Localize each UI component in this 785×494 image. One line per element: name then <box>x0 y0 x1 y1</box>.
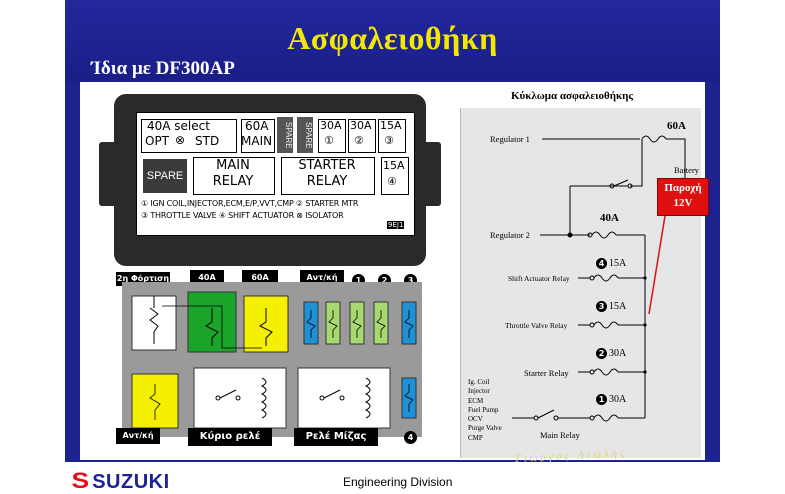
frame-left <box>65 82 80 460</box>
starter-relay-cell <box>281 157 375 195</box>
fuse-60a-value: 60A <box>667 120 686 132</box>
content-area: 40A select OPT ⊗ STD 60A MAIN SPARE SPAR… <box>80 82 705 460</box>
select-label: 40A select <box>147 119 210 133</box>
isolator-icon: ⊗ <box>175 133 186 147</box>
load-item: CMP <box>468 433 483 442</box>
fuse-box-ear-left <box>99 142 116 206</box>
supply-12v-callout: Παροχή 12V <box>657 178 709 216</box>
throttle-valve-relay-label: Throttle Valve Relay <box>505 321 568 330</box>
main-fuse-label: MAIN <box>241 134 273 148</box>
load-item: OCV <box>468 415 483 424</box>
load-item: ECM <box>468 396 484 405</box>
battery-label: Battery <box>674 165 700 175</box>
fuse-box-label-panel: 40A select OPT ⊗ STD 60A MAIN SPARE SPAR… <box>136 112 415 236</box>
load-item: Ig. Coil <box>468 378 490 386</box>
circuit-badge-4: 4 <box>596 258 607 269</box>
circuit-badge-2: 2 <box>596 348 607 359</box>
fuse-2-value: 30A <box>350 119 372 132</box>
fuse-1-rating: 30A <box>609 394 627 405</box>
legend-line-2: ③ THROTTLE VALVE ④ SHIFT ACTUATOR ⊗ ISOL… <box>141 211 344 220</box>
division-label: Engineering Division <box>343 475 453 489</box>
supply-line-2: 12V <box>673 197 693 209</box>
fuse-3-number: ③ <box>384 134 394 147</box>
fuse-4-rating: 15A <box>609 258 627 269</box>
main-relay-cell <box>193 157 275 195</box>
regulator-1-label: Regulator 1 <box>490 134 530 144</box>
circuit-badge-3: 3 <box>596 301 607 312</box>
suzuki-s-icon: S <box>71 468 90 493</box>
spare-block: SPARE <box>143 159 187 193</box>
fuse-1-value: 30A <box>320 119 342 132</box>
fuse-2-number: ② <box>354 134 364 147</box>
label-resistor-bottom: Αντ/κή <box>116 428 160 444</box>
label-main-relay: Κύριο ρελέ <box>188 428 272 446</box>
slide-title: Ασφαλειοθήκη <box>287 20 498 56</box>
load-item: Injector <box>468 387 490 396</box>
header-band: Ασφαλειοθήκη Ίδια με DF300AP <box>65 0 720 82</box>
select-fuse-cell <box>141 119 237 153</box>
regulator-2-label: Regulator 2 <box>490 230 530 240</box>
load-item: Purge Valve <box>468 424 502 433</box>
load-item: Fuel Pump <box>468 405 499 414</box>
std-label: STD <box>195 134 220 148</box>
circuit-title: Κύκλωμα ασφαλειοθήκης <box>510 90 634 102</box>
main-fuse-value: 60A <box>245 119 269 133</box>
starter-relay-label: STARTER RELAY <box>298 158 356 189</box>
brand-name: SUZUKI <box>92 471 170 493</box>
spare-slot-2: SPARE <box>297 117 313 153</box>
supply-line-1: Παροχή <box>664 182 702 194</box>
fuse-3-rating: 15A <box>609 301 627 312</box>
fuse-2-cell <box>348 119 376 153</box>
opt-label: OPT <box>145 134 170 148</box>
fuse-1-number: ① <box>324 134 334 147</box>
fuse-2-rating: 30A <box>609 348 627 359</box>
starter-relay-circuit-label: Starter Relay <box>524 368 569 378</box>
supply-arrow <box>648 215 666 315</box>
slide-subtitle: Ίδια με DF300AP <box>91 58 235 79</box>
main-relay-circuit-label: Main Relay <box>540 430 580 440</box>
main-fuse-cell <box>241 119 275 153</box>
frame-right <box>705 82 720 460</box>
fuse-3-value: 15A <box>380 119 402 132</box>
circuit-badge-1: 1 <box>596 394 607 405</box>
fuse-3-cell <box>378 119 406 153</box>
badge-4: 4 <box>404 431 417 444</box>
legend-line-1: ① IGN COIL,INJECTOR,ECM,E/P,VVT,CMP ② ST… <box>141 199 359 208</box>
load-list: Ig. Coil Injector ECM Fuel Pump OCV Purg… <box>468 378 502 443</box>
fuse-4-value: 15A <box>383 159 405 172</box>
slide: Ασφαλειοθήκη Ίδια με DF300AP 40A select … <box>65 0 720 494</box>
shift-actuator-relay-label: Shift Actuator Relay <box>508 274 570 283</box>
fuse-4-number: ④ <box>387 175 397 188</box>
fuse-1-cell <box>318 119 346 153</box>
fuse-layout-diagram <box>131 291 417 429</box>
circuit-diagram <box>512 135 688 422</box>
label-starter-relay: Ρελέ Μίζας <box>294 428 378 446</box>
fuse-4-cell <box>381 157 409 195</box>
part-code: 9EJ1 <box>387 221 405 229</box>
main-relay-label: MAIN RELAY <box>212 158 254 189</box>
circuit-panel <box>460 108 701 458</box>
fuse-box-ear-right <box>424 142 441 206</box>
fuse-40a-value: 40A <box>600 212 619 224</box>
spare-slot-1: SPARE <box>277 117 293 153</box>
